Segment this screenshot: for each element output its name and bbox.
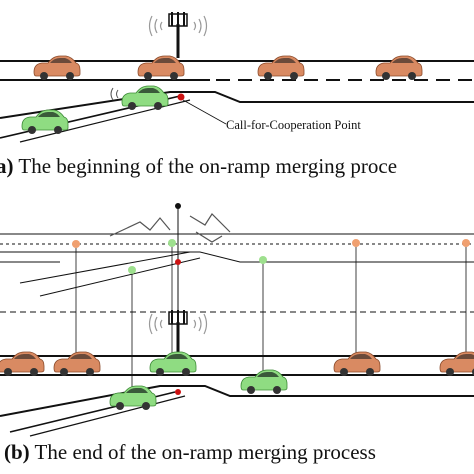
- car-icon: [257, 55, 305, 81]
- cell-tower-icon: [148, 308, 208, 358]
- callout-line: [182, 99, 227, 125]
- car-icon: [240, 369, 288, 395]
- virtual-layer: [0, 233, 474, 313]
- mainline-vehicles-a: [33, 55, 423, 81]
- car-icon: [109, 385, 157, 411]
- virtual-nodes: [72, 239, 470, 274]
- car-icon: [121, 85, 169, 111]
- caption-a-label: a): [0, 154, 14, 178]
- wireless-signal-icon: [110, 87, 119, 101]
- virtual-node: [72, 240, 80, 248]
- caption-b-text: The end of the on-ramp merging process: [34, 440, 376, 464]
- virtual-node: [128, 266, 136, 274]
- car-icon: [33, 55, 81, 81]
- merge-point: [175, 259, 181, 265]
- caption-b-label: (b): [4, 440, 30, 464]
- virtual-node: [259, 256, 267, 264]
- call-for-cooperation-point: [177, 93, 185, 101]
- car-icon: [137, 55, 185, 81]
- virtual-node: [168, 239, 176, 247]
- caption-a-text: The beginning of the on-ramp merging pro…: [18, 154, 398, 178]
- caption-b: (b) The end of the on-ramp merging proce…: [4, 440, 376, 465]
- vertical-links: [75, 242, 467, 392]
- cell-tower-icon: [148, 10, 208, 60]
- ramp-vehicles-a: [21, 85, 169, 135]
- virtual-node: [352, 239, 360, 247]
- call-for-cooperation-label: Call-for-Cooperation Point: [226, 118, 361, 132]
- merge-point: [175, 389, 181, 395]
- virtual-node: [462, 239, 470, 247]
- caption-a: a) The beginning of the on-ramp merging …: [0, 154, 397, 179]
- car-icon: [375, 55, 423, 81]
- satellite-icon: [109, 203, 231, 360]
